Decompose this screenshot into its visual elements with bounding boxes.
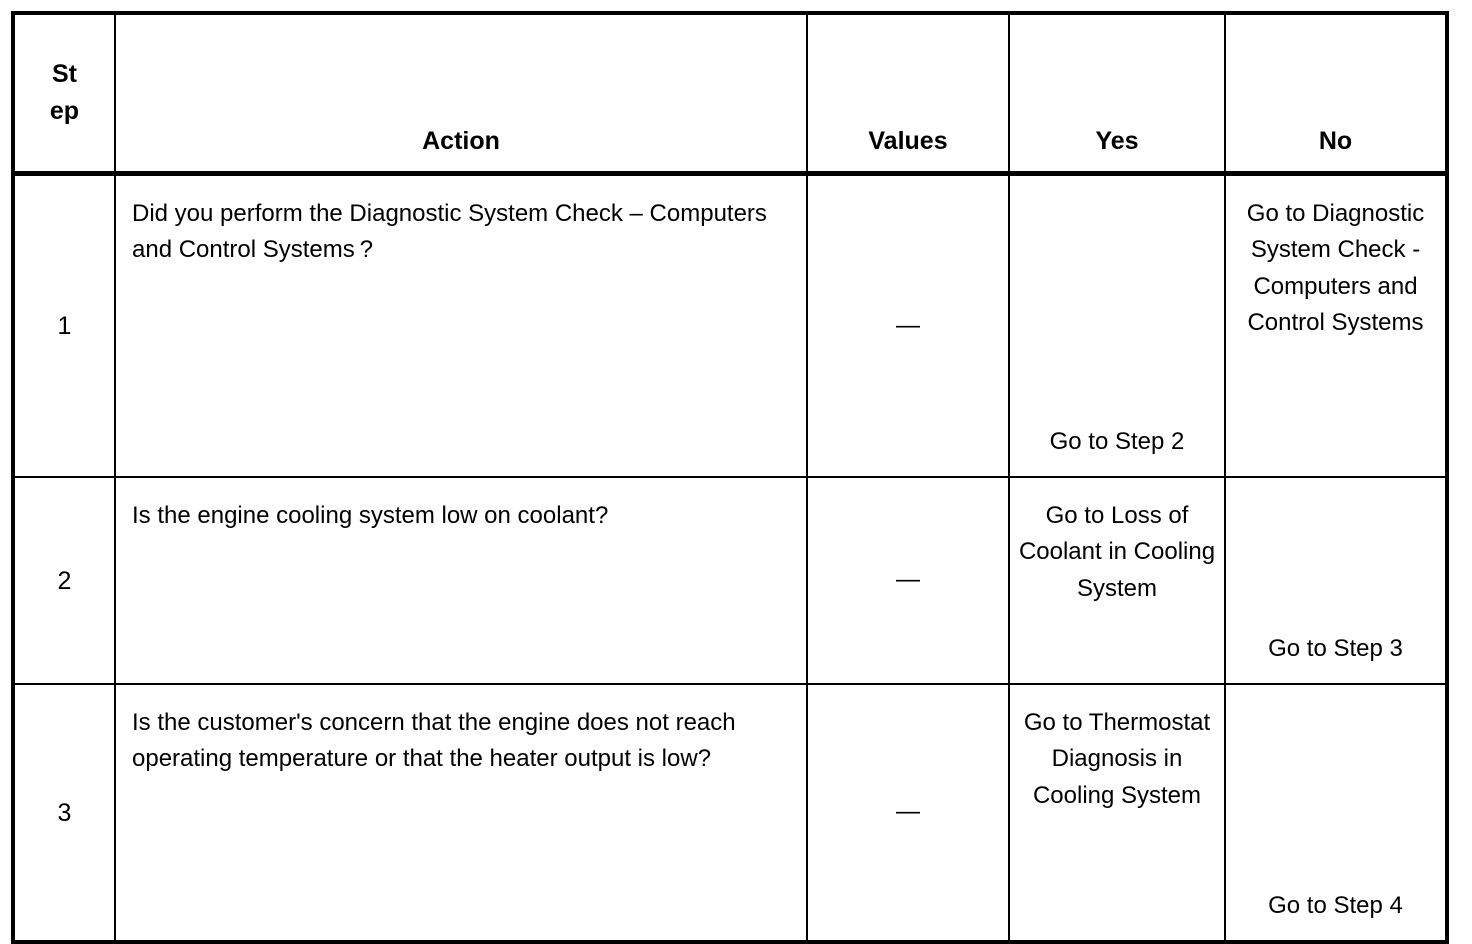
action-text: Is the customer's concern that the engin… <box>132 709 736 773</box>
column-header-step-line-2: ep <box>49 97 80 125</box>
yes-branch-wrap: Go to Loss of Coolant in Cooling System <box>1010 478 1224 683</box>
step-number: 2 <box>57 566 72 595</box>
action-text-wrap: Is the customer's concern that the engin… <box>116 685 806 940</box>
step-number: 1 <box>57 312 72 340</box>
values-cell: — <box>806 476 1010 685</box>
action-text-wrap: Did you perform the Diagnostic System Ch… <box>116 176 806 476</box>
no-branch-text: Go to Step 3 <box>1268 634 1403 662</box>
values-cell: — <box>806 172 1010 478</box>
values-text: — <box>896 566 920 594</box>
yes-branch-wrap: Go to Step 2 <box>1010 176 1224 476</box>
no-cell: Go to Diagnostic System Check - Computer… <box>1224 172 1448 478</box>
no-cell: Go to Step 4 <box>1224 683 1448 943</box>
column-header-yes: Yes <box>1008 12 1226 176</box>
action-text: Is the engine cooling system low on cool… <box>132 502 609 529</box>
action-text-wrap: Is the engine cooling system low on cool… <box>116 478 806 683</box>
column-header-step-line-1: St <box>52 59 77 88</box>
action-text: Did you perform the Diagnostic System Ch… <box>132 200 767 264</box>
column-header-step: St ep <box>12 12 116 176</box>
no-branch-wrap: Go to Step 4 <box>1226 685 1445 940</box>
step-cell: 1 <box>12 172 116 478</box>
no-branch-text: Go to Diagnostic System Check - Computer… <box>1246 200 1425 337</box>
step-cell: 3 <box>12 683 116 943</box>
action-cell: Is the engine cooling system low on cool… <box>114 476 808 685</box>
step-number: 3 <box>57 798 72 827</box>
column-header-no: No <box>1224 12 1448 176</box>
yes-branch-text: Go to Loss of Coolant in Cooling System <box>1018 502 1216 602</box>
step-cell: 2 <box>12 476 116 685</box>
no-branch-text: Go to Step 4 <box>1268 891 1403 919</box>
yes-branch-wrap: Go to Thermostat Diagnosis in Cooling Sy… <box>1010 685 1224 940</box>
action-cell: Is the customer's concern that the engin… <box>114 683 808 943</box>
column-header-action: Action <box>114 12 808 176</box>
table-row: 1 Did you perform the Diagnostic System … <box>12 172 1448 478</box>
yes-cell: Go to Step 2 <box>1008 172 1226 478</box>
diagnostic-procedure-table: St ep Action Values Yes No 1 Did you per… <box>11 11 1449 944</box>
column-header-values: Values <box>806 12 1010 176</box>
table-header-row: St ep Action Values Yes No <box>12 12 1448 176</box>
yes-branch-text: Go to Thermostat Diagnosis in Cooling Sy… <box>1023 709 1211 809</box>
table-row: 2 Is the engine cooling system low on co… <box>12 476 1448 685</box>
values-text: — <box>896 798 920 826</box>
yes-cell: Go to Loss of Coolant in Cooling System <box>1008 476 1226 685</box>
no-branch-wrap: Go to Diagnostic System Check - Computer… <box>1226 176 1445 476</box>
values-text: — <box>896 311 920 339</box>
no-cell: Go to Step 3 <box>1224 476 1448 685</box>
yes-cell: Go to Thermostat Diagnosis in Cooling Sy… <box>1008 683 1226 943</box>
action-cell: Did you perform the Diagnostic System Ch… <box>114 172 808 478</box>
table-row: 3 Is the customer's concern that the eng… <box>12 683 1448 943</box>
yes-branch-text: Go to Step 2 <box>1049 427 1185 455</box>
no-branch-wrap: Go to Step 3 <box>1226 478 1445 683</box>
values-cell: — <box>806 683 1010 943</box>
